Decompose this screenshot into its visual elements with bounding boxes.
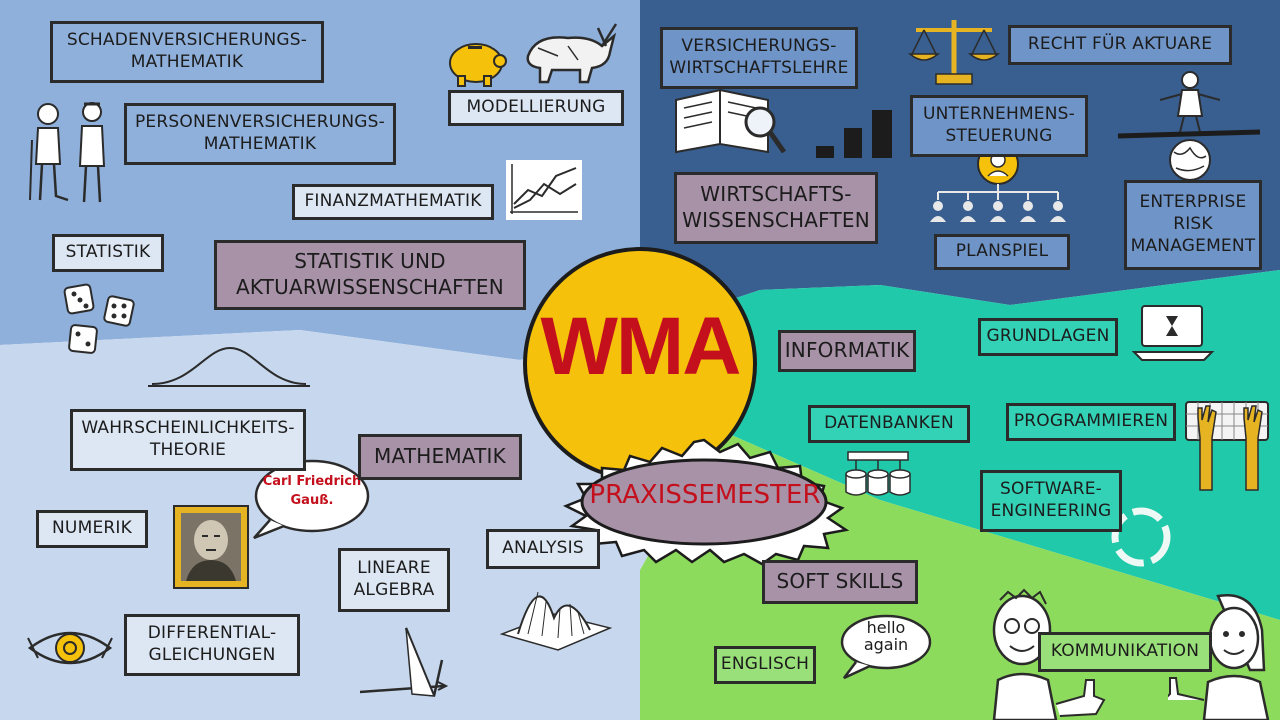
node-unternehmenssteuerung[interactable]: UNTERNEHMENS- STEUERUNG xyxy=(910,95,1088,157)
section-statistik-aktuarwissenschaften[interactable]: STATISTIK UND AKTUARWISSENSCHAFTEN xyxy=(214,240,526,310)
bar-chart-icon xyxy=(812,106,898,160)
patients-icon xyxy=(26,100,118,208)
book-magnifier-icon xyxy=(672,86,788,158)
node-finanzmathematik[interactable]: FINANZMATHEMATIK xyxy=(292,184,494,220)
node-numerik[interactable]: NUMERIK xyxy=(36,510,148,548)
balancing-globe-icon xyxy=(1116,66,1262,182)
node-programmieren[interactable]: PROGRAMMIEREN xyxy=(1006,403,1176,441)
section-informatik[interactable]: INFORMATIK xyxy=(778,330,916,372)
node-planspiel[interactable]: PLANSPIEL xyxy=(934,234,1070,270)
node-statistik[interactable]: STATISTIK xyxy=(52,234,164,272)
gauss-portrait-icon xyxy=(172,504,250,590)
node-datenbanken[interactable]: DATENBANKEN xyxy=(808,405,970,443)
vector-arrows-icon xyxy=(352,620,456,702)
section-soft-skills[interactable]: SOFT SKILLS xyxy=(762,560,918,604)
node-kommunikation[interactable]: KOMMUNIKATION xyxy=(1038,632,1212,672)
piggy-bank-icon xyxy=(440,36,512,88)
bull-icon xyxy=(518,16,620,86)
section-mathematik[interactable]: MATHEMATIK xyxy=(358,434,522,480)
node-differentialgleichungen[interactable]: DIFFERENTIAL- GLEICHUNGEN xyxy=(124,614,300,676)
bell-curve-icon xyxy=(146,344,312,390)
eye-cycle-icon xyxy=(26,624,114,672)
surface-plot-icon xyxy=(498,578,614,654)
node-lineare-algebra[interactable]: LINEARE ALGEBRA xyxy=(338,548,450,612)
node-recht-fuer-aktuare[interactable]: RECHT FÜR AKTUARE xyxy=(1008,25,1232,65)
node-enterprise-risk-management[interactable]: ENTERPRISE RISK MANAGEMENT xyxy=(1124,180,1262,270)
node-schadenversicherungsmathematik[interactable]: SCHADENVERSICHERUNGS- MATHEMATIK xyxy=(50,21,324,83)
node-modellierung[interactable]: MODELLIERUNG xyxy=(448,90,624,126)
line-chart-icon xyxy=(506,160,582,220)
keyboard-hands-icon xyxy=(1184,398,1270,494)
laptop-hourglass-icon xyxy=(1132,302,1216,364)
node-personenversicherungsmathematik[interactable]: PERSONENVERSICHERUNGS- MATHEMATIK xyxy=(124,103,396,165)
node-wahrscheinlichkeitstheorie[interactable]: WAHRSCHEINLICHKEITS- THEORIE xyxy=(70,409,306,471)
section-wirtschaftswissenschaften[interactable]: WIRTSCHAFTS- WISSENSCHAFTEN xyxy=(674,172,878,244)
node-analysis[interactable]: ANALYSIS xyxy=(486,529,600,569)
node-versicherungswirtschaftslehre[interactable]: VERSICHERUNGS- WIRTSCHAFTSLEHRE xyxy=(660,27,858,89)
hello-bubble-text: hello again xyxy=(844,620,928,654)
node-grundlagen[interactable]: GRUNDLAGEN xyxy=(978,318,1118,356)
gauss-bubble-text: Carl Friedrich Gauß. xyxy=(256,473,368,511)
center-title: WMA xyxy=(522,300,758,394)
node-englisch[interactable]: ENGLISCH xyxy=(714,646,816,684)
node-software-engineering[interactable]: SOFTWARE- ENGINEERING xyxy=(980,470,1122,532)
center-subtitle: PRAXISSEMESTER xyxy=(560,480,850,510)
dice-icon xyxy=(62,282,138,356)
scales-icon xyxy=(906,14,1002,88)
